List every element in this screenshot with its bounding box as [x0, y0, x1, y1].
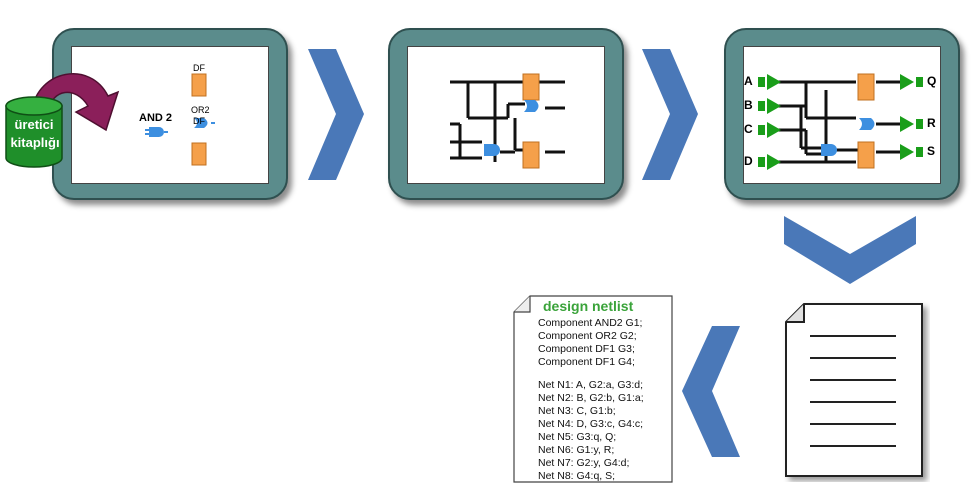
input-label-c: C	[744, 122, 753, 136]
and-gate-icon	[821, 144, 837, 156]
input-label-d: D	[744, 154, 753, 168]
library-graphic	[5, 73, 120, 168]
circuit-wires	[450, 80, 565, 162]
input-pin-icon	[758, 101, 765, 111]
netlist-line: Net N4: D, G3:c, G4:c;	[538, 418, 644, 430]
buffer-icon	[767, 154, 781, 170]
chevron-down-arrow-icon	[784, 216, 916, 284]
netlist-line: Net N8: G4:q, S;	[538, 470, 616, 482]
connected-circuit-diagram	[758, 73, 923, 170]
chevron-right-arrow-icon	[308, 49, 364, 180]
netlist-line: Net N6: G1:y, R;	[538, 444, 615, 456]
flipflop-icon	[857, 73, 875, 101]
library-label-line1: üretici	[14, 117, 54, 132]
or-gate-icon	[859, 118, 875, 130]
netlist-line: Net N5: G3:q, Q;	[538, 431, 617, 443]
component-sketch	[145, 73, 215, 166]
df-label: DF	[193, 63, 205, 73]
output-pin-icon	[916, 77, 923, 87]
output-buffers	[900, 74, 923, 160]
buffer-icon	[900, 116, 914, 132]
netlist-document	[513, 295, 673, 483]
output-pin-icon	[916, 119, 923, 129]
netlist-line: Component AND2 G1;	[538, 317, 643, 329]
netlist-line: Net N1: A, G2:a, G3:d;	[538, 379, 644, 391]
flipflop-icon	[522, 141, 540, 169]
flipflop-icon	[191, 142, 207, 166]
input-buffers	[758, 74, 781, 170]
panel-library-components: AND 2 DF OR2 DF	[52, 28, 288, 200]
netlist-line: Component DF1 G4;	[538, 356, 635, 368]
input-label-a: A	[744, 74, 753, 88]
input-pin-icon	[758, 157, 765, 167]
netlist-line: Component DF1 G3;	[538, 343, 635, 355]
or-gate-icon	[524, 100, 539, 112]
df-label: DF	[193, 116, 205, 126]
buffer-icon	[767, 74, 781, 90]
panel-placement	[388, 28, 624, 200]
netlist-line: Net N2: B, G2:b, G1:a;	[538, 392, 644, 404]
netlist-title: design netlist	[543, 298, 634, 314]
output-pin-icon	[916, 147, 923, 157]
flipflop-icon	[857, 141, 875, 169]
buffer-icon	[900, 74, 914, 90]
buffer-icon	[767, 98, 781, 114]
output-label-r: R	[927, 116, 936, 130]
panel-connected-circuit: A B C D Q R S	[724, 28, 960, 200]
output-label-q: Q	[927, 74, 937, 88]
buffer-icon	[767, 122, 781, 138]
curved-arrow-icon	[31, 73, 120, 132]
input-label-b: B	[744, 98, 753, 112]
and-gate-icon	[145, 127, 168, 137]
chevron-right-arrow-icon	[642, 49, 698, 180]
input-pin-icon	[758, 77, 765, 87]
netlist-line: Net N3: C, G1:b;	[538, 405, 616, 417]
output-label-s: S	[927, 144, 936, 158]
document-icon	[785, 303, 923, 477]
circuit-wires	[778, 80, 901, 164]
panel-screen	[407, 46, 605, 184]
chevron-left-arrow-icon	[682, 326, 740, 457]
netlist-line: Component OR2 G2;	[538, 330, 637, 342]
or2-label: OR2	[191, 105, 210, 115]
buffer-icon	[900, 144, 914, 160]
and-gate-icon	[484, 144, 500, 156]
library-label-line2: kitaplığı	[10, 135, 60, 150]
flipflop-icon	[191, 73, 207, 97]
netlist-line: Net N7: G2:y, G4:d;	[538, 457, 630, 469]
flipflop-icon	[522, 73, 540, 101]
database-cylinder-icon	[5, 96, 63, 168]
input-pin-icon	[758, 125, 765, 135]
and-gate-label: AND 2	[139, 112, 173, 124]
or-gate-icon	[194, 118, 215, 128]
placed-circuit-diagram	[450, 73, 565, 169]
